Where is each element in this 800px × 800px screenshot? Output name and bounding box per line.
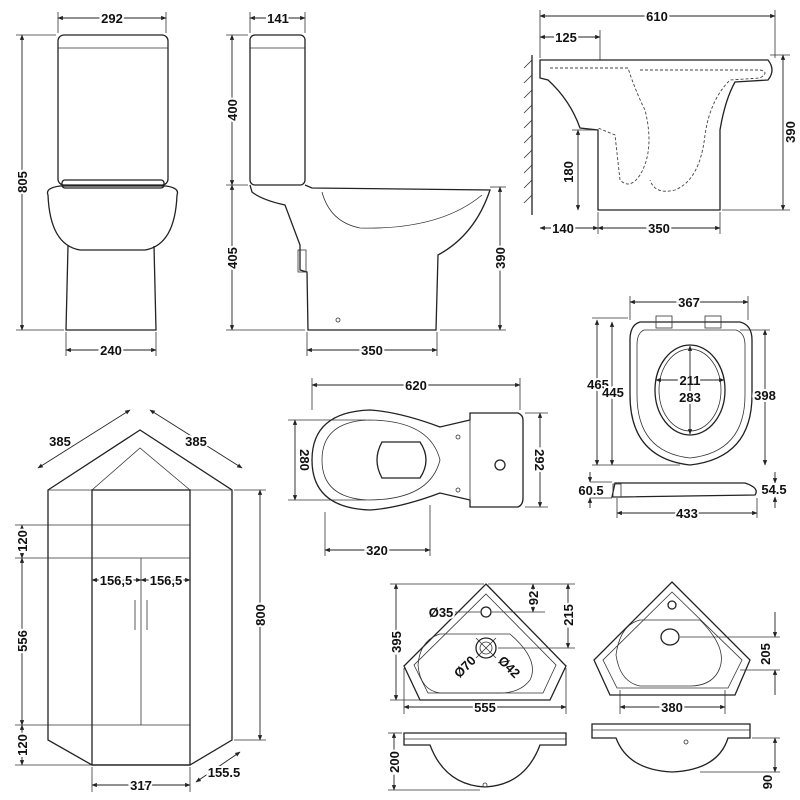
wall-to-outlet-label: 125 <box>555 30 577 45</box>
pedestal-width-label: 240 <box>100 343 122 358</box>
cabinet-side-left-label: 385 <box>49 434 71 449</box>
seat-side-length-label: 433 <box>676 506 698 521</box>
plan-length-label: 620 <box>405 378 427 393</box>
waste-offset-label: 215 <box>561 604 576 626</box>
door-right-width-label: 156,5 <box>150 573 183 588</box>
pan-section-view: 610 125 390 180 140 350 <box>523 7 800 238</box>
basin-depth-label: 395 <box>389 631 404 653</box>
base-depth-label: 350 <box>648 221 670 236</box>
section-depth-label: 610 <box>646 9 668 24</box>
basin-height-label: 200 <box>387 751 402 773</box>
tap-offset-label: 92 <box>526 591 541 605</box>
front-width-label: 317 <box>130 778 152 793</box>
seat-length-outer-label: 465 <box>587 377 609 392</box>
basin-width-label: 555 <box>474 700 496 715</box>
cistern-width-label: 292 <box>532 449 547 471</box>
door-height-label: 556 <box>15 630 30 652</box>
rim-height-label: 390 <box>493 247 508 269</box>
pan-depth-label: 350 <box>361 343 383 358</box>
waste-inner-diameter-label: Ø42 <box>495 653 523 681</box>
section-height-label: 390 <box>783 121 798 143</box>
outlet-height-label: 180 <box>561 161 576 183</box>
seat-length-inner-label: 445 <box>602 385 624 400</box>
seat-width-label: 367 <box>678 295 700 310</box>
front-toilet-view: 292 805 240 <box>13 9 179 360</box>
basin-right-side-view: 90 <box>591 723 780 791</box>
front-height-label: 805 <box>15 171 30 193</box>
top-rail-label: 120 <box>15 530 30 552</box>
door-left-width-label: 156,5 <box>100 573 133 588</box>
hinge-height-right-label: 54.5 <box>761 482 786 497</box>
basin-left-plan-view: 395 Ø35 92 215 Ø70 Ø42 555 <box>387 583 578 717</box>
basin-right-plan-view: 205 380 <box>593 581 780 717</box>
tap-hole-diameter-label: Ø35 <box>429 605 454 620</box>
basin-left-side-view: 200 <box>385 732 567 791</box>
side-toilet-view: 141 400 405 390 350 <box>223 9 510 360</box>
cabinet-height-label: 800 <box>253 604 268 626</box>
waste-outer-diameter-label: Ø70 <box>451 653 479 681</box>
seat-right-length-label: 398 <box>754 388 776 403</box>
plinth-label: 120 <box>15 734 30 756</box>
corner-cabinet-view: 385 385 120 556 120 156,5 156,5 800 317 … <box>13 409 270 795</box>
right-basin-width-label: 380 <box>661 700 683 715</box>
opening-length-label: 283 <box>679 390 701 405</box>
bowl-width-label: 280 <box>297 449 312 471</box>
front-width-label: 292 <box>101 11 123 26</box>
back-offset-label: 140 <box>552 221 574 236</box>
right-basin-height-label: 90 <box>760 775 775 789</box>
bowl-length-label: 320 <box>366 543 388 558</box>
pan-height-label: 405 <box>225 247 240 269</box>
right-waste-offset-label: 205 <box>758 643 773 665</box>
hinge-height-left-label: 60.5 <box>578 483 603 498</box>
cistern-depth-label: 141 <box>267 11 289 26</box>
cabinet-side-right-label: 385 <box>185 434 207 449</box>
side-depth-label: 155.5 <box>208 765 241 780</box>
cistern-height-label: 400 <box>225 99 240 121</box>
seat-view: 465 445 367 398 211 283 60.5 54.5 433 <box>576 293 788 523</box>
plan-toilet-view: 620 280 292 320 <box>288 376 549 560</box>
